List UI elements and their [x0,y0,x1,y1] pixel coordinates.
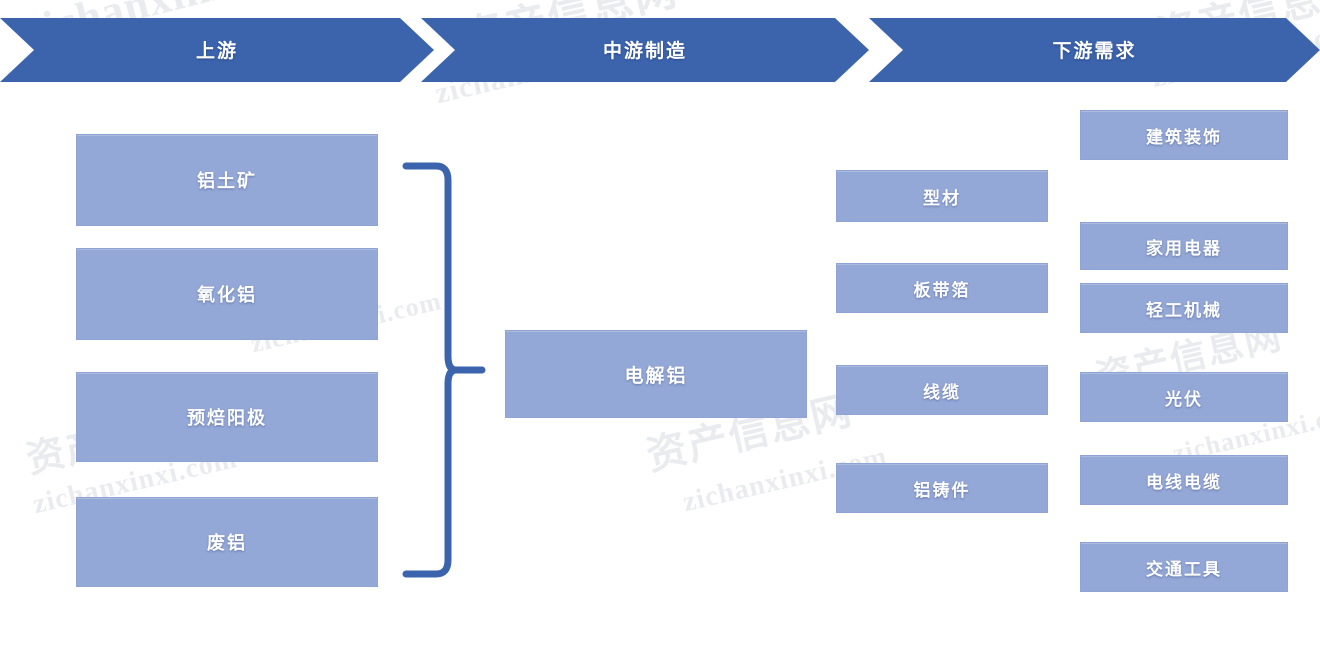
node-label: 交通工具 [1146,559,1222,580]
node-label: 铝铸件 [913,480,971,501]
node-midstream-product[interactable]: 线缆 [836,365,1048,415]
node-label: 光伏 [1165,389,1203,410]
node-midstream-product[interactable]: 板带箔 [836,263,1048,313]
node-label: 型材 [923,188,961,209]
node-upstream[interactable]: 废铝 [76,497,378,587]
node-downstream[interactable]: 交通工具 [1080,542,1288,592]
stage-banner-downstream[interactable]: 下游需求 [869,18,1320,82]
node-downstream[interactable]: 轻工机械 [1080,283,1288,333]
node-label: 家用电器 [1146,238,1222,259]
node-label: 板带箔 [913,280,971,301]
node-midstream-product[interactable]: 型材 [836,170,1048,222]
node-midstream-core[interactable]: 电解铝 [505,330,807,418]
stage-banner-upstream[interactable]: 上游 [0,18,434,82]
node-label: 预焙阳极 [187,408,267,429]
stage-banner-label: 下游需求 [1052,39,1137,62]
node-label: 铝土矿 [197,171,257,192]
brace-connector [402,162,486,578]
node-upstream[interactable]: 预焙阳极 [76,372,378,462]
stage-banner-midstream[interactable]: 中游制造 [421,18,869,82]
node-label: 建筑装饰 [1146,127,1222,148]
stage-banner-label: 中游制造 [602,39,687,62]
node-label: 废铝 [207,533,247,554]
node-label: 线缆 [923,382,961,403]
node-downstream[interactable]: 光伏 [1080,372,1288,422]
stage-banner-label: 上游 [195,39,238,62]
node-label: 轻工机械 [1146,300,1222,321]
node-downstream[interactable]: 电线电缆 [1080,455,1288,505]
node-upstream[interactable]: 氧化铝 [76,248,378,340]
node-label: 电线电缆 [1146,472,1222,493]
node-downstream[interactable]: 家用电器 [1080,222,1288,270]
node-downstream[interactable]: 建筑装饰 [1080,110,1288,160]
node-midstream-product[interactable]: 铝铸件 [836,463,1048,513]
stage-banner-row: 上游 中游制造 下游需求 [0,18,1320,82]
node-label: 氧化铝 [197,285,257,306]
node-label: 电解铝 [624,364,688,387]
node-upstream[interactable]: 铝土矿 [76,134,378,226]
